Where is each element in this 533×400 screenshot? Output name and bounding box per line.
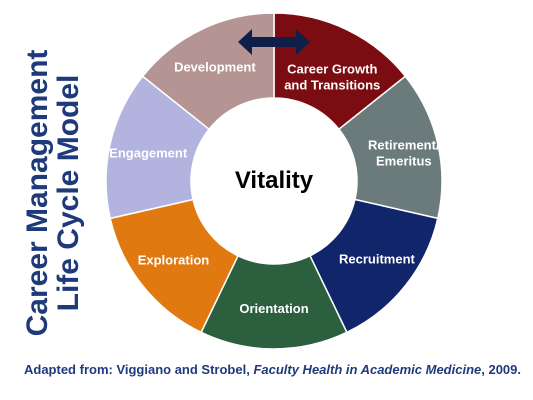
citation-suffix: , 2009. xyxy=(481,362,522,377)
side-title-line2: Life Cycle Model xyxy=(52,75,85,312)
center-label: Vitality xyxy=(235,167,314,194)
double-arrow-shape xyxy=(238,29,310,55)
citation-journal: Faculty Health in Academic Medicine xyxy=(253,362,482,377)
segment-label-line: Development xyxy=(174,60,256,75)
segment-label: Development xyxy=(174,60,256,75)
segment-label-line: Recruitment xyxy=(339,251,416,266)
segment-label-line: Exploration xyxy=(138,253,210,268)
segment-label: Exploration xyxy=(138,253,210,268)
segment-label-line: Emeritus xyxy=(376,154,432,169)
segment-label: Orientation xyxy=(239,301,308,316)
citation: Adapted from: Viggiano and Strobel, Facu… xyxy=(24,362,524,377)
segment-label: Retirement/Emeritus xyxy=(368,138,440,169)
segment-label-line: and Transitions xyxy=(284,77,380,92)
citation-prefix: Adapted from: Viggiano and Strobel, xyxy=(24,362,254,377)
side-title: Career Management Life Cycle Model xyxy=(21,50,85,337)
segment-label-line: Retirement/ xyxy=(368,138,440,153)
segment-label-line: Career Growth xyxy=(287,61,377,76)
side-title-line1: Career Management xyxy=(21,50,54,337)
segment-label-line: Orientation xyxy=(239,301,308,316)
double-arrow-icon xyxy=(238,29,310,55)
segment-label: Recruitment xyxy=(339,251,416,266)
center-circle xyxy=(191,98,357,264)
segment-label-line: Engagement xyxy=(109,146,188,161)
segment-label: Engagement xyxy=(109,146,188,161)
